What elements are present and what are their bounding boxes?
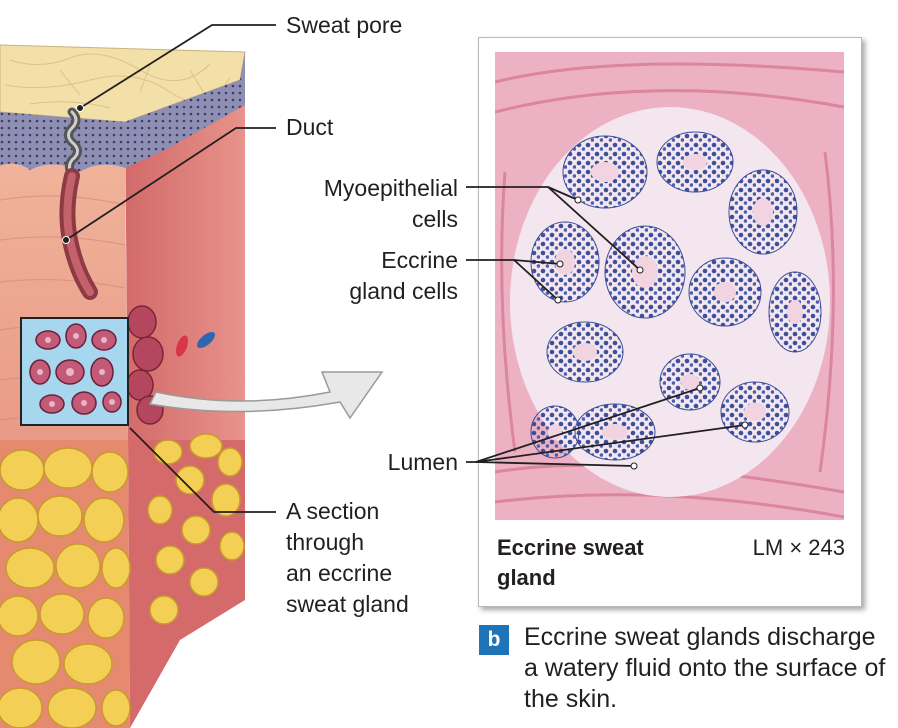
label-lumen: Lumen (387, 449, 458, 475)
label-eccrine-cells-2: gland cells (349, 278, 458, 304)
sweat-pore-coil (64, 107, 82, 181)
left-leader-lines (62, 24, 276, 513)
label-duct: Duct (286, 114, 334, 140)
micrograph-title: Eccrine sweat gland (497, 535, 644, 590)
skin-block-illustration (0, 44, 384, 728)
label-myoepithelial-2: cells (411, 206, 458, 232)
figure-part-badge: b (479, 625, 509, 655)
label-section-4: sweat gland (286, 591, 409, 617)
sweat-gland-lobes (126, 305, 164, 425)
micrograph-panel: Eccrine sweat gland LM × 243 (478, 37, 862, 607)
label-myoepithelial-1: Myoepithelial (323, 175, 458, 201)
fat-lobules (0, 433, 245, 728)
micrograph-image (495, 52, 844, 520)
label-section-2: through (286, 529, 365, 555)
label-eccrine-cells-1: Eccrine (381, 247, 458, 273)
figure-caption: Eccrine sweat glands discharge a watery … (524, 623, 886, 713)
magnify-arrow (148, 371, 384, 420)
label-section-3: an eccrine (286, 560, 393, 586)
micrograph-magnification: LM × 243 (752, 535, 845, 560)
label-sweat-pore: Sweat pore (286, 12, 403, 38)
label-section-1: A section (286, 498, 380, 524)
